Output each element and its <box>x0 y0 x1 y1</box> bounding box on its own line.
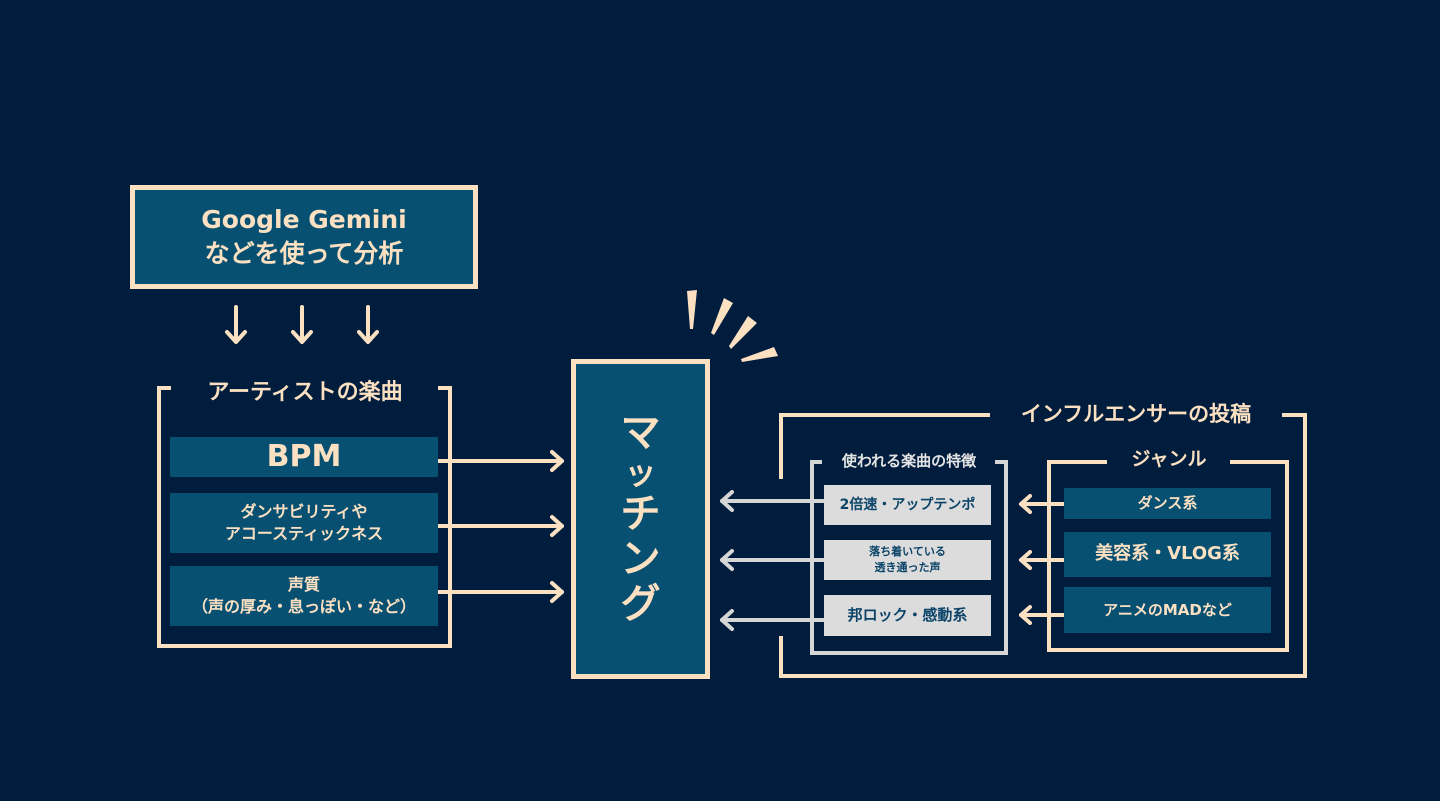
matching-box: マ ッ チ ン グ <box>571 359 710 679</box>
genre-item-anime-mad: アニメのMADなど <box>1064 587 1271 633</box>
left-arrow-icon <box>1019 494 1066 514</box>
left-arrow-icon <box>1019 605 1066 625</box>
left-arrow-icon <box>720 549 826 571</box>
matching-char: マ <box>620 410 661 457</box>
right-arrow-icon <box>436 450 564 472</box>
right-arrow-icon <box>436 515 564 537</box>
down-arrow-icon <box>357 305 379 344</box>
left-arrow-icon <box>720 490 826 512</box>
artist-item-danceability: ダンサビリティや アコースティックネス <box>170 493 438 553</box>
artist-bracket <box>157 386 452 648</box>
matching-char: ン <box>620 535 661 582</box>
genre-item-dance: ダンス系 <box>1064 488 1271 519</box>
influencer-bracket <box>779 413 1307 678</box>
features-bracket <box>810 460 1008 655</box>
artist-item-bpm: BPM <box>170 437 438 477</box>
left-arrow-icon <box>1019 550 1066 570</box>
feature-item-uptempo: 2倍速・アップテンポ <box>824 485 991 525</box>
matching-char: ッ <box>624 454 657 493</box>
feature-item-jrock: 邦ロック・感動系 <box>824 595 991 636</box>
right-arrow-icon <box>436 581 564 603</box>
matching-char: チ <box>620 491 661 538</box>
artist-title: アーティストの楽曲 <box>207 380 403 406</box>
genre-item-beauty-vlog: 美容系・VLOG系 <box>1064 532 1271 577</box>
spark-icon <box>687 290 778 362</box>
down-arrow-icon <box>225 305 247 344</box>
feature-item-calm-voice: 落ち着いている 透き通った声 <box>824 540 991 580</box>
matching-char: グ <box>620 580 661 627</box>
analysis-line-2: などを使って分析 <box>204 239 404 268</box>
analysis-box: Google Gemini などを使って分析 <box>130 185 478 289</box>
influencer-title: インフルエンサーの投稿 <box>1020 401 1252 426</box>
genre-bracket <box>1047 460 1289 652</box>
genre-title: ジャンル <box>1131 448 1207 471</box>
analysis-line-1: Google Gemini <box>201 205 407 235</box>
down-arrow-icon <box>291 305 313 344</box>
features-title: 使われる楽曲の特徴 <box>841 451 977 470</box>
artist-item-voice: 声質 （声の厚み・息っぽい・など） <box>170 566 438 626</box>
left-arrow-icon <box>720 609 826 631</box>
